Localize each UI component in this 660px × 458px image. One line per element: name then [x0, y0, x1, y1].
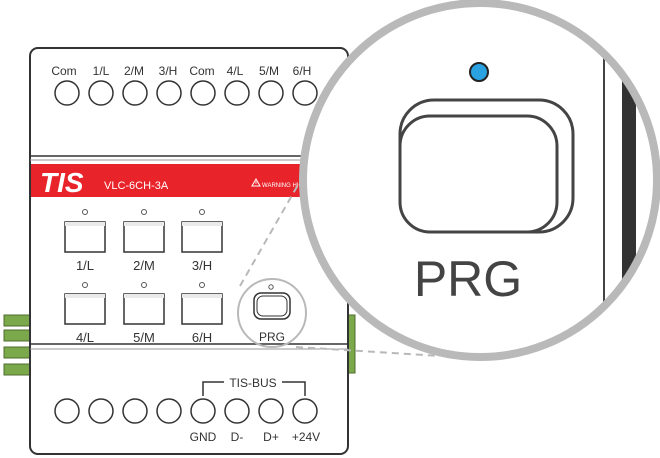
channel-button-edge	[65, 294, 105, 298]
channel-button[interactable]	[181, 293, 223, 325]
channel-led	[199, 209, 205, 215]
terminal-screw	[88, 398, 114, 424]
bottom-terminal-label: GND	[190, 430, 217, 444]
channel-button[interactable]	[123, 293, 165, 325]
terminal-screw	[156, 398, 182, 424]
top-terminal-label: Com	[189, 64, 214, 78]
warning-label: WARNING HIGH	[262, 183, 307, 189]
top-terminal-label: 5/M	[259, 64, 279, 78]
top-terminal-label: 6/H	[293, 64, 312, 78]
terminal-screw	[258, 398, 284, 424]
channel-button-label: 2/M	[133, 258, 155, 273]
bottom-terminal-label: D-	[231, 430, 244, 444]
bus-title: TIS-BUS	[229, 376, 276, 390]
bottom-terminals: GND D- D+ +24V	[54, 398, 320, 444]
channel-button-edge	[182, 222, 222, 226]
bottom-terminal-label: D+	[263, 430, 279, 444]
model-label: VLC-6CH-3A	[104, 180, 169, 192]
channel-led	[141, 209, 147, 215]
left-connector	[3, 329, 31, 342]
channel-button-edge	[124, 294, 164, 298]
channel-button-label: 3/H	[192, 258, 212, 273]
terminal-screw	[156, 80, 182, 106]
terminal-screw	[190, 80, 216, 106]
terminal-screw	[292, 398, 318, 424]
zoom-led-icon	[469, 62, 489, 82]
channel-led	[199, 282, 205, 288]
channel-button-label: 5/M	[133, 330, 155, 345]
top-terminal-label: 1/L	[93, 64, 110, 78]
prg-callout-ring	[237, 278, 307, 348]
brand-logo: TIS	[40, 167, 84, 198]
channel-button[interactable]	[181, 221, 223, 253]
bottom-terminal-label: +24V	[292, 430, 320, 444]
top-terminals: Com 1/L 2/M 3/H Com 4/L 5/M 6/H	[51, 64, 318, 106]
channel-button-label: 4/L	[76, 330, 94, 345]
zoom-side-edge	[622, 80, 636, 340]
terminal-screw	[54, 80, 80, 106]
channel-led	[82, 209, 88, 215]
channel-led	[141, 282, 147, 288]
prg-label: PRG	[259, 330, 285, 344]
channel-button[interactable]	[64, 293, 106, 325]
bus-bracket	[202, 381, 306, 396]
terminal-screw	[224, 80, 250, 106]
terminal-screw	[88, 80, 114, 106]
channel-button-edge	[124, 222, 164, 226]
left-connector	[3, 314, 31, 327]
top-terminal-label: 4/L	[227, 64, 244, 78]
terminal-screw	[122, 398, 148, 424]
callout-line	[295, 346, 441, 357]
left-connectors	[3, 314, 31, 376]
channel-button[interactable]	[123, 221, 165, 253]
terminal-screw	[292, 80, 318, 106]
callout-line	[239, 149, 319, 287]
top-terminal-label: Com	[51, 64, 76, 78]
zoom-magnifier: PRG	[299, 0, 660, 361]
zoom-ring	[299, 0, 660, 361]
prg-button-cap	[256, 295, 288, 317]
prg-led	[268, 284, 274, 290]
terminal-screw	[54, 398, 80, 424]
top-terminal-label: 2/M	[124, 64, 144, 78]
channel-button-label: 1/L	[76, 258, 94, 273]
channel-button-edge	[65, 222, 105, 226]
warning-icon	[251, 177, 261, 187]
left-connector	[3, 363, 31, 376]
channel-led	[82, 282, 88, 288]
terminal-screw	[122, 80, 148, 106]
channel-button-edge	[182, 294, 222, 298]
top-terminal-label: 3/H	[159, 64, 178, 78]
channel-button[interactable]	[64, 221, 106, 253]
terminal-screw	[258, 80, 284, 106]
zoom-prg-label: PRG	[414, 251, 522, 307]
terminal-screw	[224, 398, 250, 424]
channel-buttons: 1/L 2/M 3/H 4/L 5/M 6/H	[64, 209, 223, 345]
left-connector	[3, 346, 31, 359]
terminal-screw	[190, 398, 216, 424]
zoom-prg-button-inner	[398, 114, 559, 234]
channel-button-label: 6/H	[192, 330, 212, 345]
